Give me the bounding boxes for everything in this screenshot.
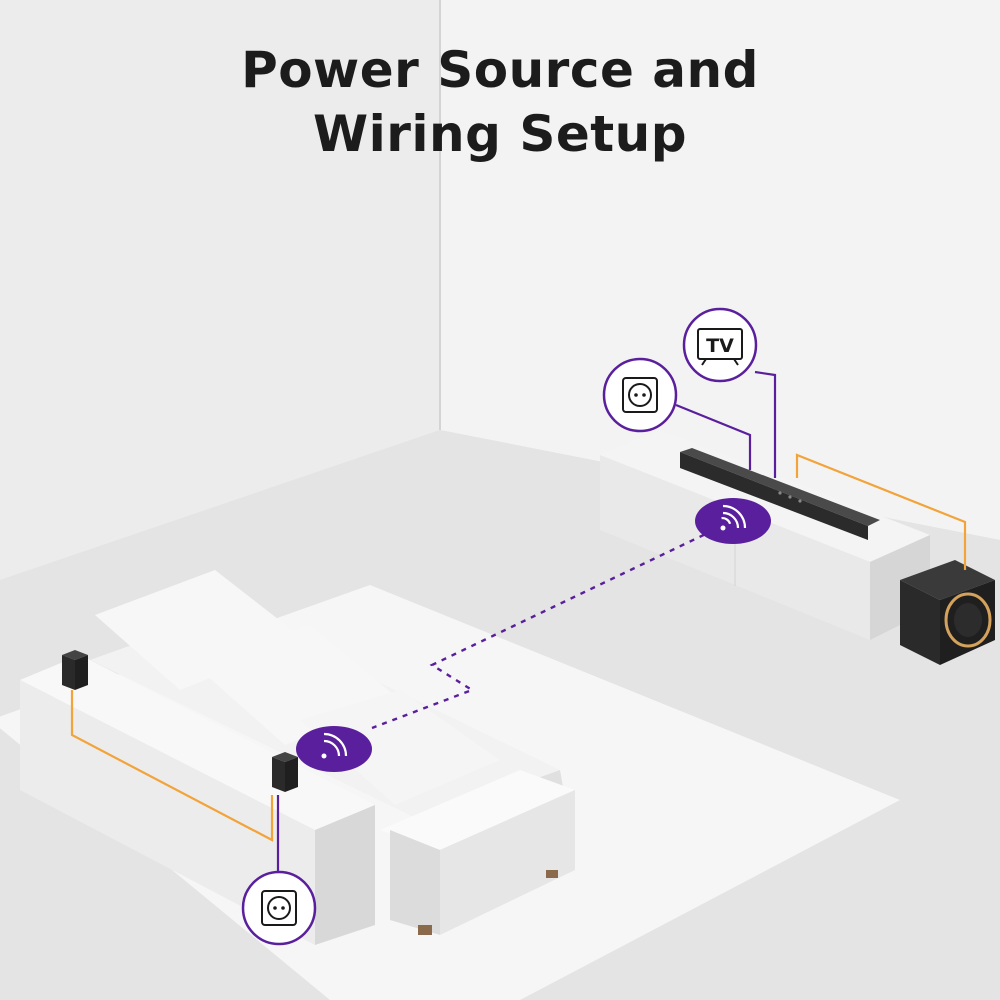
power-wire-soundbar	[675, 403, 752, 470]
title-line-2: Wiring Setup	[312, 105, 688, 163]
sofa	[90, 570, 575, 935]
soundbar	[680, 448, 880, 540]
rear-speaker-wire	[70, 690, 274, 842]
wireless-signal-icon	[296, 726, 372, 772]
power-outlet-icon	[602, 357, 678, 433]
rear-speaker-right	[272, 752, 298, 792]
tv-icon: TV	[682, 307, 758, 383]
right-wall	[440, 0, 1000, 540]
power-outlet-icon	[241, 870, 317, 946]
left-wall	[0, 0, 440, 580]
rear-speaker-left	[62, 650, 88, 690]
subwoofer-wire	[795, 453, 967, 570]
subwoofer	[900, 560, 995, 665]
hdmi-wire-tv	[754, 370, 777, 478]
wireless-signal-icon	[695, 498, 771, 544]
wireless-link	[371, 528, 715, 730]
page-title: Power Source and Wiring Setup	[0, 38, 1000, 166]
title-line-1: Power Source and	[241, 41, 759, 99]
tv-label: TV	[706, 335, 734, 357]
